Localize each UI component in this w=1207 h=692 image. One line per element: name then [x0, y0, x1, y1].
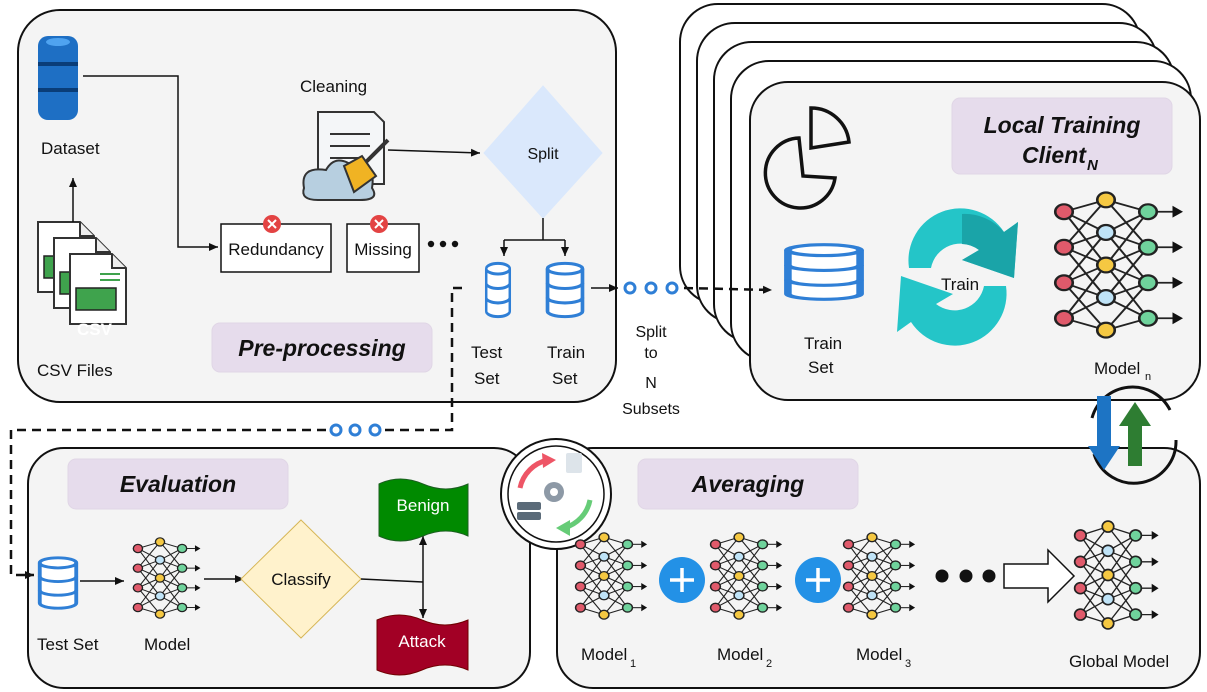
hollow-arrow: [1003, 548, 1076, 604]
split-note-4: Subsets: [622, 401, 680, 418]
plus-icon: [659, 557, 705, 603]
redundancy-label: Redundancy: [228, 240, 324, 259]
split-note-3: N: [645, 375, 657, 392]
client-model-sub: n: [1145, 371, 1151, 383]
eval-model-label: Model: [144, 635, 190, 654]
federated-settings-icon: [500, 438, 612, 550]
test-set-database-icon: [484, 261, 512, 319]
averaging-title: Averaging: [637, 458, 859, 510]
dataset-label: Dataset: [41, 139, 100, 158]
pie-chart-icon: [763, 106, 851, 210]
svg-text:Local Training: Local Training: [984, 112, 1141, 138]
model3-label: Model: [856, 645, 902, 664]
local-training-title: Local Training Client N: [951, 97, 1173, 175]
client-train-set-label: Train: [804, 334, 842, 353]
train-set-database-icon: [545, 261, 585, 319]
classify-label: Classify: [271, 570, 331, 589]
connector-dots-top: [623, 281, 679, 295]
client-model-label: Model: [1094, 359, 1140, 378]
benign-output: Benign: [378, 478, 469, 542]
train-set-database-icon-client: [788, 245, 860, 300]
test-set-database-icon-eval: [37, 555, 79, 611]
ellipsis-dots: [427, 240, 459, 248]
cleaning-label: Cleaning: [300, 77, 367, 96]
svg-text:Evaluation: Evaluation: [120, 471, 236, 497]
global-model-label: Global Model: [1069, 652, 1169, 671]
attack-output: Attack: [376, 614, 469, 676]
split-label: Split: [527, 146, 559, 163]
model2-sub: 2: [766, 658, 772, 670]
benign-label: Benign: [397, 496, 450, 515]
svg-text:Client: Client: [1022, 142, 1087, 168]
split-note-2: to: [644, 345, 657, 362]
test-set-label-2: Set: [474, 369, 500, 388]
client-train-set-label-2: Set: [808, 358, 834, 377]
eval-test-set-label: Test Set: [37, 635, 99, 654]
csv-files-label: CSV Files: [37, 361, 113, 380]
train-set-label-2: Set: [552, 369, 578, 388]
split-note-1: Split: [635, 324, 667, 341]
refresh-cycle-icon: Train: [897, 208, 1018, 346]
evaluation-title: Evaluation: [67, 458, 289, 510]
train-set-label: Train: [547, 343, 585, 362]
cleaning-icon: [302, 111, 390, 201]
model3-sub: 3: [905, 658, 911, 670]
redundancy-box: Redundancy: [220, 215, 332, 273]
svg-text:N: N: [1087, 157, 1099, 174]
csv-files-icon: CSV: [37, 221, 127, 339]
preprocessing-panel: [17, 9, 617, 403]
svg-text:Pre-processing: Pre-processing: [238, 335, 405, 361]
test-set-label: Test: [471, 343, 502, 362]
svg-text:Averaging: Averaging: [691, 471, 804, 497]
model2-label: Model: [717, 645, 763, 664]
connector-dots-bottom: [329, 423, 382, 437]
attack-label: Attack: [398, 632, 446, 651]
preprocessing-title: Pre-processing: [211, 322, 433, 373]
csv-tag: CSV: [77, 320, 113, 339]
dataset-database-icon: [38, 36, 78, 120]
ellipsis-dots: [935, 569, 996, 583]
model1-label: Model: [581, 645, 627, 664]
missing-label: Missing: [354, 240, 412, 259]
up-down-arrows-icon: [1088, 385, 1178, 485]
classify-diamond: Classify: [240, 519, 362, 639]
train-label: Train: [941, 275, 979, 294]
model1-sub: 1: [630, 658, 636, 670]
missing-box: Missing: [346, 215, 420, 273]
plus-icon: [795, 557, 841, 603]
